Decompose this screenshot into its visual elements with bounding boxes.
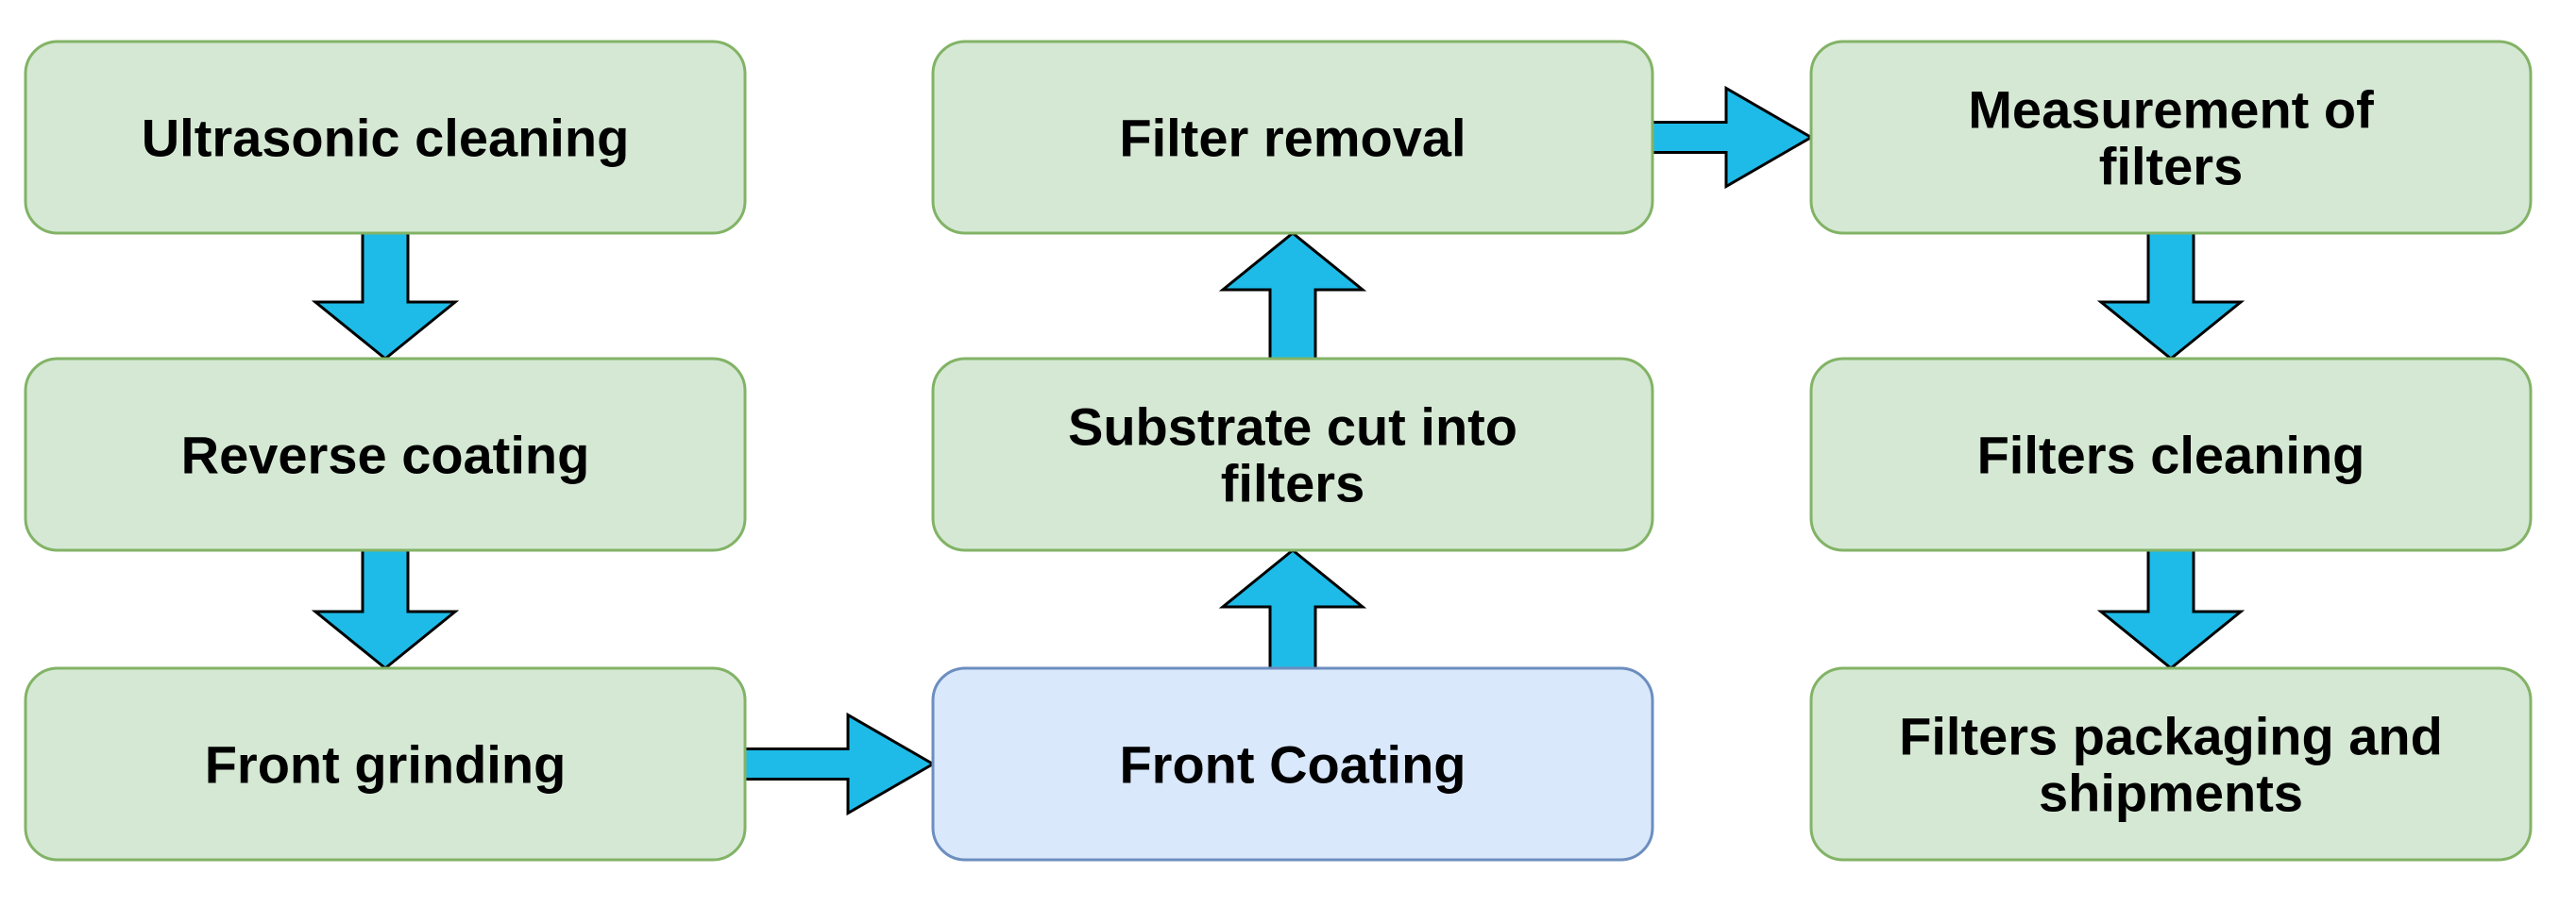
step-box <box>24 40 747 235</box>
step-label: Filter removal <box>1119 109 1466 168</box>
step-label-line: Reverse coating <box>181 426 590 485</box>
flow-arrow-down-icon <box>311 548 460 670</box>
step-label-line: filters <box>2099 137 2244 196</box>
step-label: Ultrasonic cleaning <box>142 109 630 168</box>
step-box <box>931 40 1654 235</box>
step-label-line: Filter removal <box>1119 109 1466 168</box>
step-box <box>1809 666 2533 862</box>
flow-arrow-up-icon <box>1218 231 1367 361</box>
arrows-layer <box>311 85 2246 816</box>
step-front-coating: Front Coating <box>931 666 1654 862</box>
step-label-line: Filters cleaning <box>1977 426 2365 485</box>
step-label: Front Coating <box>1119 735 1466 795</box>
step-reverse-coating: Reverse coating <box>24 357 747 552</box>
step-label-line: Filters packaging and <box>1899 707 2443 766</box>
step-label-line: Ultrasonic cleaning <box>142 109 630 168</box>
flow-arrow-down-icon <box>2096 548 2246 670</box>
step-label: Filters cleaning <box>1977 426 2365 485</box>
step-box <box>931 357 1654 552</box>
flow-arrow-down-icon <box>2096 231 2246 361</box>
step-label-line: shipments <box>2039 764 2303 823</box>
step-box <box>931 666 1654 862</box>
step-label-line: Front grinding <box>205 735 567 795</box>
step-ultrasonic-cleaning: Ultrasonic cleaning <box>24 40 747 235</box>
step-box <box>1809 40 2533 235</box>
step-box <box>1809 357 2533 552</box>
flow-arrow-down-icon <box>311 231 460 361</box>
step-label: Front grinding <box>205 735 567 795</box>
step-filters-cleaning: Filters cleaning <box>1809 357 2533 552</box>
step-label-line: filters <box>1221 454 1365 513</box>
flow-arrow-right-icon <box>743 712 936 816</box>
step-label-line: Front Coating <box>1119 735 1466 795</box>
step-front-grinding: Front grinding <box>24 666 747 862</box>
flow-arrow-right-icon <box>1651 85 1814 190</box>
step-box <box>24 666 747 862</box>
step-box <box>24 357 747 552</box>
step-filter-removal: Filter removal <box>931 40 1654 235</box>
flow-arrow-up-icon <box>1218 548 1367 670</box>
step-label: Reverse coating <box>181 426 590 485</box>
step-label-line: Measurement of <box>1968 80 2374 140</box>
step-label-line: Substrate cut into <box>1068 397 1517 457</box>
